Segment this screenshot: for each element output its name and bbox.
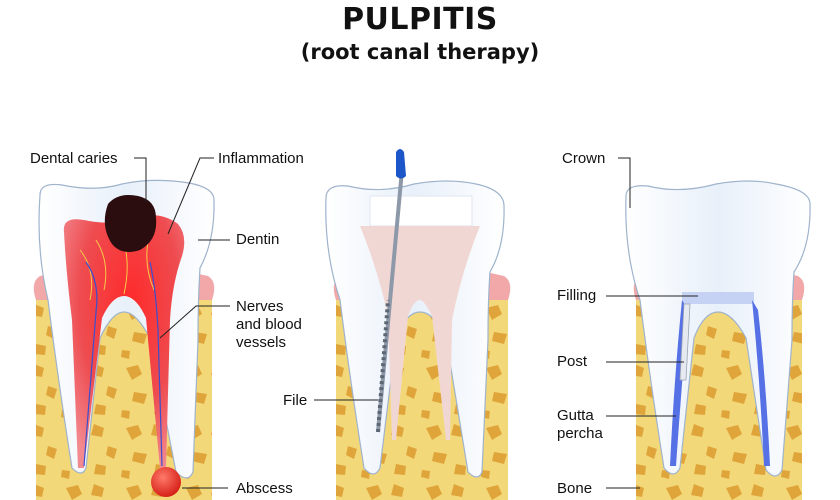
label-crown: Crown [562, 150, 606, 167]
caries-lesion [104, 195, 157, 252]
tooth-filled [625, 180, 811, 500]
label-dental-caries: Dental caries [30, 150, 118, 167]
crown-opening [369, 195, 473, 227]
filling-material [682, 292, 754, 304]
label-gutta-line1: Gutta [557, 407, 594, 424]
diagram-title: PULPITIS [342, 2, 498, 37]
tooth-inflamed [33, 179, 215, 500]
label-dentin: Dentin [236, 231, 280, 248]
label-abscess: Abscess [236, 480, 293, 497]
gutta-percha-right [752, 300, 770, 466]
label-filling: Filling [557, 287, 597, 304]
label-inflammation: Inflammation [218, 150, 304, 167]
label-nerves-line3: vessels [236, 334, 287, 351]
diagram-subtitle: (root canal therapy) [300, 40, 540, 64]
label-nerves-line1: Nerves [236, 298, 284, 315]
post-insert [679, 303, 691, 381]
label-post: Post [557, 353, 588, 370]
file-handle [396, 149, 406, 179]
label-bone: Bone [557, 480, 593, 497]
label-gutta-line2: percha [557, 425, 603, 442]
label-file: File [283, 392, 308, 409]
tooth-file [325, 149, 511, 500]
leader-lines [134, 157, 698, 489]
label-nerves-line2: and blood [236, 316, 302, 333]
abscess-bulb [151, 467, 181, 497]
